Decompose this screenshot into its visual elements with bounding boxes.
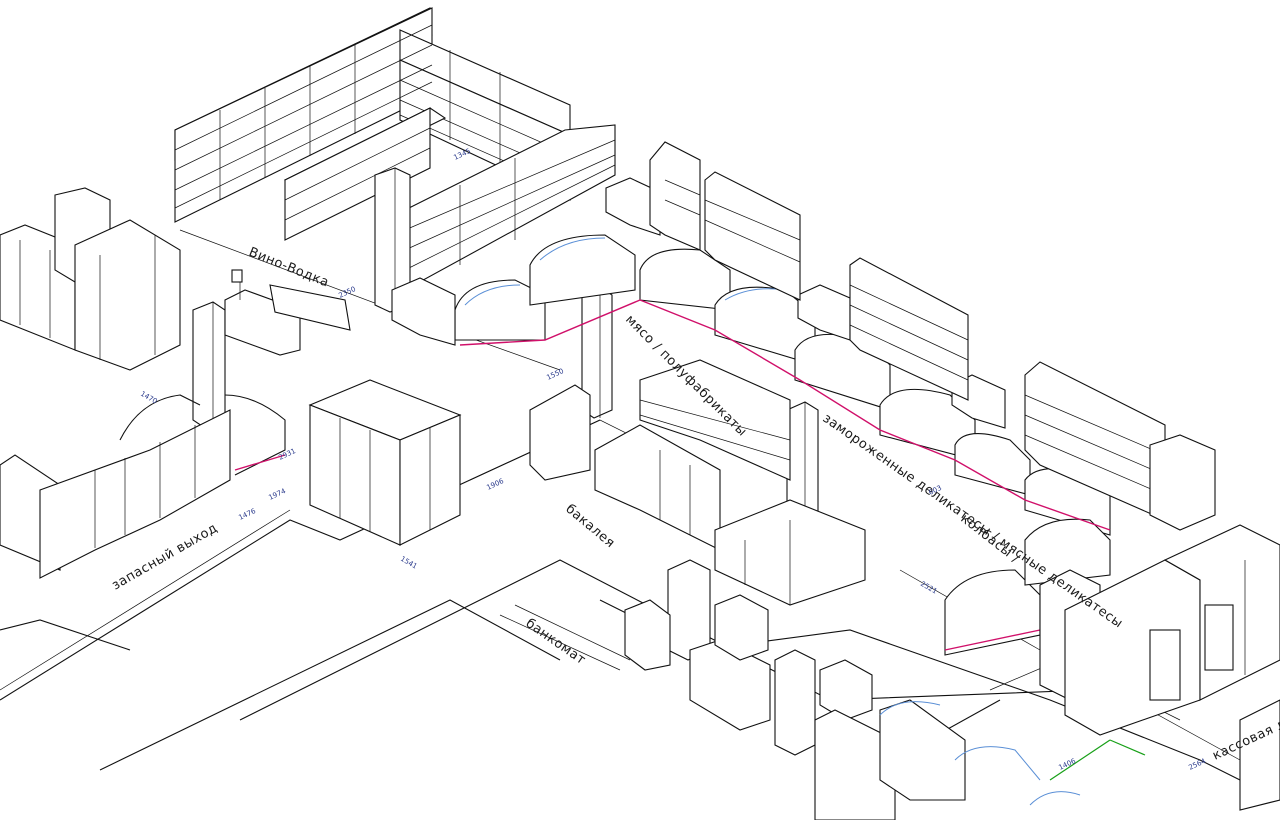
dimension-label: 1470: [139, 390, 158, 406]
dimension-label: 2564: [1187, 757, 1207, 772]
dimension-label: 1550: [545, 367, 565, 382]
dimension-label: 2521: [919, 580, 938, 596]
refrigerated-display-line: [234, 234, 1111, 656]
gondola-shelving-center: [283, 107, 616, 291]
chest-freezers: [391, 177, 1006, 429]
dimension-label: 1541: [399, 555, 418, 571]
checkout-tables: [624, 594, 1146, 820]
bakery-island: [529, 359, 866, 606]
wall-shelving-back: [174, 7, 571, 223]
dimension-label: 1974: [267, 487, 287, 502]
dimension-label: 2350: [337, 285, 357, 300]
zone-label-banking: банкомат: [523, 616, 589, 668]
glass-cube-cabinet: [308, 379, 462, 546]
wall-shelving-right: [649, 141, 1166, 521]
glass-cabinets-left: [0, 187, 181, 371]
counters-lower-left: [0, 394, 286, 579]
dimension-label: 1476: [237, 507, 257, 522]
zone-label-wine: Вино-Водка: [247, 245, 332, 291]
dimension-label: 1345: [452, 147, 472, 162]
dimension-label: 1406: [1057, 757, 1077, 772]
dimension-label: 2931: [277, 447, 297, 462]
cashier-desk: [224, 269, 351, 356]
fridge-cabinets-right: [1039, 434, 1280, 811]
zone-label-bakery: бакалея: [562, 502, 617, 552]
dimension-label: 1906: [485, 477, 505, 492]
